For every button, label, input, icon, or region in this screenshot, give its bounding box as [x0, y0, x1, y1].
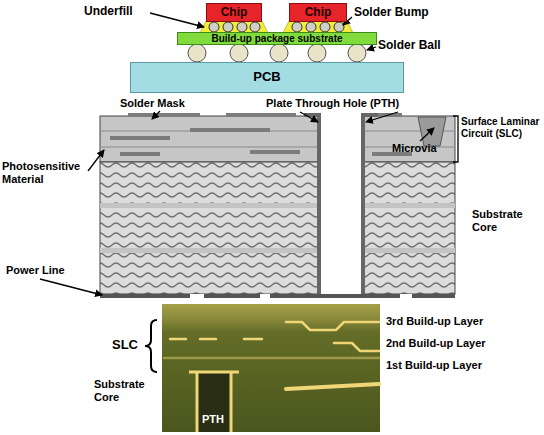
part-label: Power Line — [6, 264, 65, 277]
region-label: Surface Laminar Circuit (SLC) — [461, 116, 541, 140]
part-label: Solder Mask — [120, 97, 185, 110]
cross-section — [40, 111, 458, 298]
chip-box: Chip — [289, 3, 347, 22]
part-label: Solder Bump — [354, 5, 429, 19]
micrograph — [145, 304, 380, 432]
part-label: Underfill — [84, 4, 133, 18]
part-label: Photosensitive Material — [2, 160, 98, 186]
region-label: PTH — [202, 413, 224, 426]
region-label: Substrate Core — [94, 378, 158, 404]
box-text: Build-up package substrate — [211, 33, 342, 44]
box-text: PCB — [253, 70, 280, 84]
part-label: Plate Through Hole (PTH) — [266, 97, 399, 110]
layer-label: 1st Build-up Layer — [386, 359, 482, 372]
substrate-bar: Build-up package substrate — [177, 32, 377, 45]
region-label: Substrate Core — [472, 208, 538, 234]
region-label: SLC — [112, 337, 138, 353]
chip-box: Chip — [206, 3, 262, 22]
box-text: Chip — [221, 6, 248, 19]
part-label: Solder Ball — [378, 38, 441, 52]
layer-label: 3rd Build-up Layer — [386, 315, 483, 328]
box-text: Chip — [305, 6, 332, 19]
pcb-board: PCB — [130, 62, 404, 93]
layer-label: 2nd Build-up Layer — [386, 337, 486, 350]
part-label: Microvia — [392, 142, 437, 155]
